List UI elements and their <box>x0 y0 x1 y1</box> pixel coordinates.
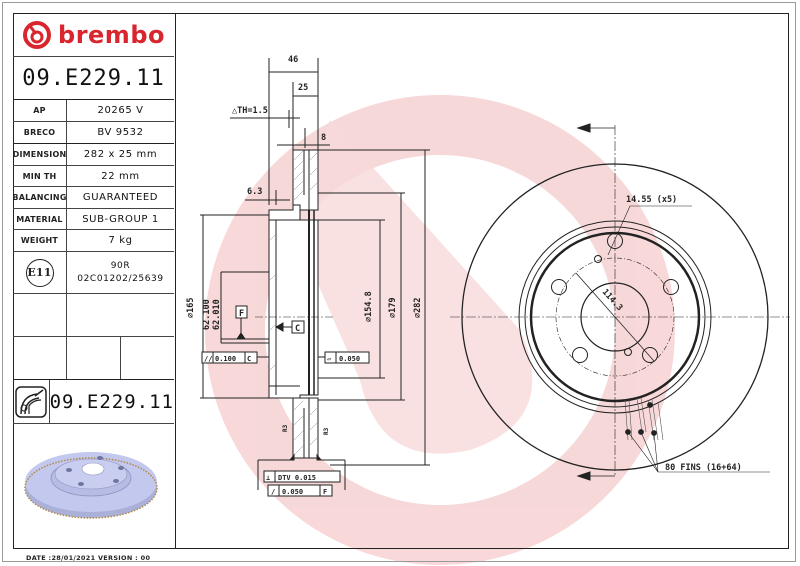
datum-c: C <box>295 324 300 334</box>
dim-62-010: 62.010 <box>212 299 222 330</box>
dim-6-3: 6.3 <box>247 187 262 197</box>
tol-parallel-datum: C <box>247 355 251 363</box>
dim-r3-left: R3 <box>282 424 289 432</box>
part-number-secondary: 09.E229.11 <box>49 390 174 413</box>
tol-runout-symbol: / <box>271 488 275 496</box>
part-number-row-2: 09.E229.11 <box>13 380 174 424</box>
part-number: 09.E229.11 <box>22 65 165 91</box>
empty-cell <box>67 294 174 336</box>
dim-delta-th: △TH=1.5 <box>232 106 268 116</box>
drawing-border <box>13 13 789 549</box>
spec-row-material: MATERIAL SUB-GROUP 1 <box>13 209 174 230</box>
approval-line-1: 90R <box>110 260 131 271</box>
e11-approval-icon: E11 <box>25 258 54 287</box>
empty-cell <box>13 294 67 336</box>
dim-165: ⌀165 <box>186 298 196 318</box>
empty-row-1 <box>13 294 174 337</box>
tol-runout-value: 0.050 <box>282 488 303 496</box>
spec-value: 7 kg <box>108 235 133 246</box>
part-number-2-cell: 09.E229.11 <box>50 380 174 423</box>
spec-label: MIN TH <box>13 166 67 186</box>
spec-row-ap: AP 20265 V <box>13 100 174 122</box>
empty-cell <box>13 337 67 379</box>
datum-f: F <box>239 309 244 319</box>
section-dimension-labels: 46 25 △TH=1.5 8 6.3 ⌀165 62.100 62.010 ⌀… <box>186 55 423 496</box>
title-block: brembo 09.E229.11 AP 20265 V BRECO BV 95… <box>12 13 176 549</box>
dim-r3-right: R3 <box>323 427 330 435</box>
approval-mark-cell: E11 <box>13 252 67 293</box>
spec-label: MATERIAL <box>13 209 67 229</box>
front-view <box>450 123 790 481</box>
spec-row-dimension: DIMENSION 282 x 25 mm <box>13 144 174 166</box>
spec-row-min-th: MIN TH 22 mm <box>13 166 174 187</box>
dim-8: 8 <box>321 133 326 143</box>
dim-282: ⌀282 <box>413 298 423 318</box>
approval-line-2: 02C01202/25639 <box>77 273 164 284</box>
spec-row-breco: BRECO BV 9532 <box>13 122 174 144</box>
empty-row-2 <box>13 337 174 380</box>
brake-disc-render <box>23 451 158 519</box>
spec-label: WEIGHT <box>13 230 67 251</box>
approval-text: 90R 02C01202/25639 <box>67 252 174 293</box>
spec-value: 20265 V <box>97 105 144 116</box>
brembo-logo-icon <box>23 20 52 49</box>
holes-label: 14.55 (x5) <box>626 195 677 205</box>
spec-label: DIMENSION <box>13 144 67 165</box>
spec-label: AP <box>13 100 67 121</box>
fins-label: 80 FINS (16+64) <box>665 463 742 473</box>
empty-cell <box>67 337 121 379</box>
dim-25: 25 <box>298 83 308 93</box>
brand-logo: brembo <box>13 13 174 57</box>
spec-value: 22 mm <box>101 170 140 182</box>
section-view <box>200 58 430 497</box>
spec-value: 282 x 25 mm <box>83 149 158 160</box>
tol-flatness-value: 0.050 <box>339 355 360 363</box>
spec-row-balancing: BALANCING GUARANTEED <box>12 187 174 209</box>
dim-62-100: 62.100 <box>202 299 212 330</box>
approval-row: E11 90R 02C01202/25639 <box>13 252 174 294</box>
spec-value: BV 9532 <box>97 127 144 138</box>
tol-dtv-symbol: ⟂ <box>266 474 270 482</box>
spec-value: GUARANTEED <box>82 192 159 203</box>
disc-pad-icon-cell <box>13 380 50 423</box>
dim-154-8: ⌀154.8 <box>364 291 374 322</box>
tol-runout-datum: F <box>323 488 327 496</box>
spec-row-weight: WEIGHT 7 kg <box>13 230 174 252</box>
tol-parallel-symbol: // <box>204 355 212 363</box>
brand-name: brembo <box>58 20 165 49</box>
date-version: DATE :28/01/2021 VERSION : 00 <box>26 554 151 562</box>
tol-flatness-symbol: ▱ <box>327 355 332 363</box>
spec-label: BRECO <box>13 122 67 143</box>
dim-179: ⌀179 <box>388 298 398 318</box>
render-area <box>13 424 174 547</box>
tol-parallel-value: 0.100 <box>215 355 236 363</box>
disc-pad-icon <box>15 385 47 418</box>
part-number-row: 09.E229.11 <box>13 57 174 100</box>
dim-46: 46 <box>288 55 298 65</box>
spec-value: SUB-GROUP 1 <box>82 213 159 225</box>
spec-label: BALANCING <box>12 187 67 208</box>
empty-cell <box>121 337 174 379</box>
tol-dtv-value: DTV 0.015 <box>278 474 316 482</box>
